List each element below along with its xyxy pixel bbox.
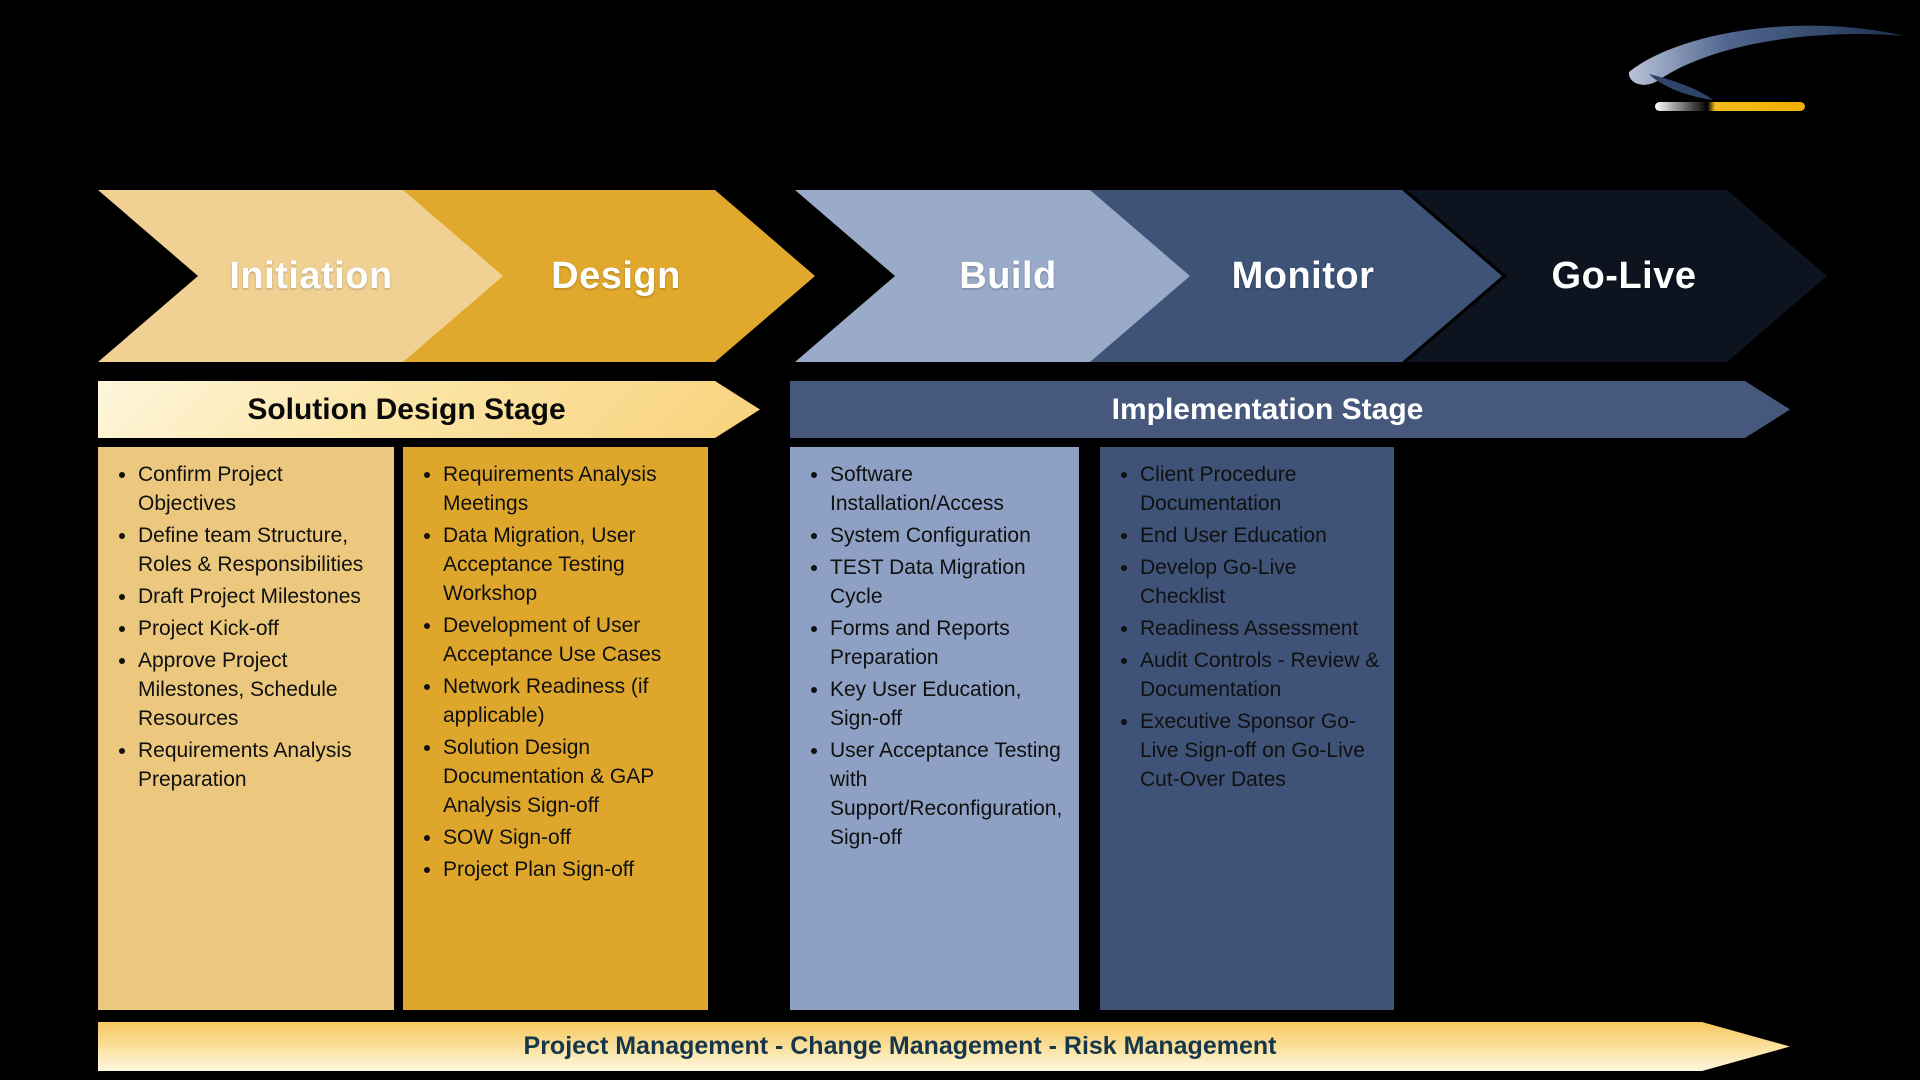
list-item: System Configuration [830,522,1071,551]
list-item: Define team Structure, Roles & Responsib… [138,522,386,580]
list-item: Software Installation/Access [830,461,1071,519]
list-item: TEST Data Migration Cycle [830,554,1071,612]
stage-banner-solution-design: Solution Design Stage [98,381,760,438]
stage-label-solution-design: Solution Design Stage [247,392,566,426]
stage-label-implementation: Implementation Stage [1111,392,1424,426]
list-item: Readiness Assessment [1140,615,1386,644]
list-item: Requirements Analysis Meetings [443,461,700,519]
list-item: Confirm Project Objectives [138,461,386,519]
list-item: Forms and Reports Preparation [830,615,1071,673]
list-item: Client Procedure Documentation [1140,461,1386,519]
list-item: Project Kick-off [138,615,386,644]
task-list-monitor: Client Procedure DocumentationEnd User E… [1110,461,1386,795]
task-list-initiation: Confirm Project ObjectivesDefine team St… [108,461,386,795]
list-item: Key User Education, Sign-off [830,676,1071,734]
list-item: Approve Project Milestones, Schedule Res… [138,647,386,734]
task-column-build: Software Installation/AccessSystem Confi… [790,447,1079,1010]
list-item: Requirements Analysis Preparation [138,737,386,795]
phase-label-design: Design [551,254,681,297]
phase-label-initiation: Initiation [229,254,393,297]
footer-banner-label: Project Management - Change Management -… [523,1032,1277,1060]
footer-management-banner: Project Management - Change Management -… [98,1022,1790,1071]
list-item: Audit Controls - Review & Documentation [1140,647,1386,705]
task-list-design: Requirements Analysis MeetingsData Migra… [413,461,700,885]
phase-label-build: Build [959,254,1057,297]
list-item: End User Education [1140,522,1386,551]
logo-underline-bar [1655,102,1805,111]
list-item: Network Readiness (if applicable) [443,673,700,731]
list-item: Executive Sponsor Go-Live Sign-off on Go… [1140,708,1386,795]
task-column-monitor: Client Procedure DocumentationEnd User E… [1100,447,1394,1010]
company-swoosh-logo [1628,25,1905,111]
list-item: Development of User Acceptance Use Cases [443,612,700,670]
list-item: Data Migration, User Acceptance Testing … [443,522,700,609]
swoosh-shape [1628,25,1905,85]
phase-label-monitor: Monitor [1231,254,1375,297]
task-column-initiation: Confirm Project ObjectivesDefine team St… [98,447,394,1010]
list-item: Draft Project Milestones [138,583,386,612]
stage-banner-implementation: Implementation Stage [790,381,1790,438]
list-item: User Acceptance Testing with Support/Rec… [830,737,1071,853]
task-list-build: Software Installation/AccessSystem Confi… [800,461,1071,853]
task-column-design: Requirements Analysis MeetingsData Migra… [403,447,708,1010]
list-item: Develop Go-Live Checklist [1140,554,1386,612]
list-item: Solution Design Documentation & GAP Anal… [443,734,700,821]
list-item: Project Plan Sign-off [443,856,700,885]
phase-chevron-monitor: Monitor [1090,190,1502,362]
list-item: SOW Sign-off [443,824,700,853]
phase-label-golive: Go-Live [1551,254,1697,297]
swoosh-tail [1649,74,1713,100]
